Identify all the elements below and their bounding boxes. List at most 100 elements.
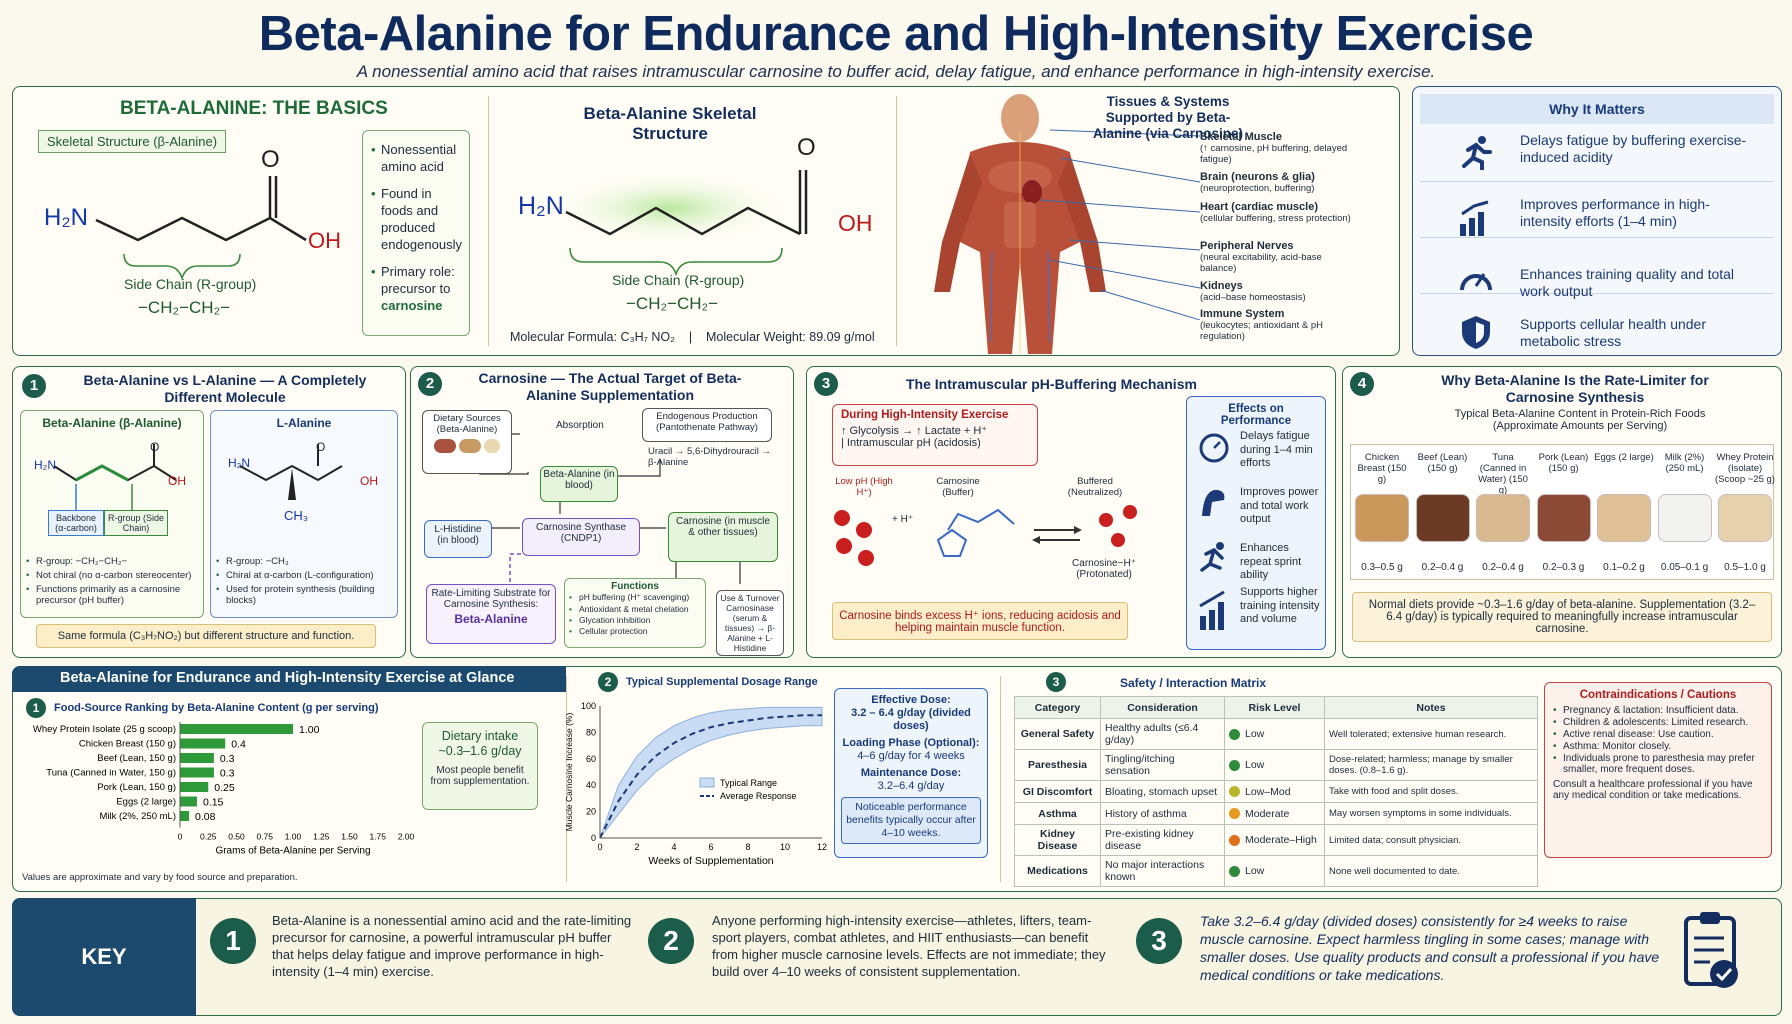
food-chart-title: Food-Source Ranking by Beta-Alanine Cont… (54, 702, 379, 714)
skeletal-structure-svg (550, 170, 808, 277)
table-header: Notes (1324, 696, 1538, 719)
x-tick-label: 2.00 (398, 832, 415, 842)
table-cell: No major interactions known (1100, 855, 1225, 887)
table-header: Risk Level (1224, 696, 1325, 719)
carnosine-box: Carnosine (in muscle & other tissues) (668, 512, 778, 562)
takeaway-number: 2 (648, 918, 694, 964)
loading-label: Loading Phase (Optional): (842, 737, 980, 749)
takeaway-number: 1 (210, 918, 256, 964)
tissue-name: Heart (cardiac muscle) (1200, 201, 1318, 213)
risk-level: Low (1245, 865, 1265, 877)
molecular-formula: Molecular Formula: C₃H₇ NO₂ | Molecular … (510, 330, 875, 344)
beta-bullets: R-group: −CH₂−CH₂− Not chiral (no α-carb… (26, 556, 200, 609)
carnosine-h-label: Carnosine−H⁺ (Protonated) (1072, 558, 1136, 580)
x-tick-label: 1.25 (313, 832, 330, 842)
table-cell: Dose-related; harmless; manage by smalle… (1324, 749, 1538, 781)
y-tick-label: 0 (591, 833, 596, 843)
table-cell: Take with food and split doses. (1324, 780, 1538, 803)
endogenous-box: Endogenous Production (Pantothenate Path… (642, 408, 772, 442)
section-number-badge: 2 (598, 672, 618, 692)
x-axis-label: Weeks of Supplementation (648, 855, 773, 867)
effects-box: Effects on Performance (1186, 396, 1326, 650)
flexed-arm-icon (1202, 489, 1225, 516)
buffered-label: Buffered (Neutralized) (1067, 476, 1123, 498)
l-bullet: R-group: −CH₃ (216, 556, 392, 567)
bar-value-label: 0.3 (220, 753, 235, 765)
skeletal-oh: OH (838, 210, 873, 236)
food-name: Milk (2%) (250 mL) (1664, 452, 1705, 474)
structure-label: Skeletal Structure (β-Alanine) (38, 130, 227, 153)
table-cell: Medications (1014, 855, 1101, 887)
rate-limit-label: Rate-Limiting Substrate for Carnosine Sy… (431, 588, 551, 610)
risk-level: Low (1245, 759, 1265, 771)
bar-value-label: 0.08 (195, 811, 216, 823)
carnosine-buffer-label: Carnosine (Buffer) (936, 476, 980, 498)
bar-chart-up-icon (1460, 200, 1489, 236)
contraindications-box: Contraindications / Cautions Pregnancy &… (1544, 682, 1772, 858)
function-item: Cellular protection (569, 626, 701, 636)
l-bullets: R-group: −CH₃ Chiral at α-carbon (L-conf… (216, 556, 392, 609)
l-h2n: H₂N (228, 456, 250, 470)
function-item: Antioxidant & metal chelation (569, 604, 701, 614)
basics-bullets: Nonessential amino acid Found in foods a… (362, 130, 470, 336)
effect-item: Improves power and total work output (1240, 486, 1319, 525)
food-value: 0.3–0.5 g (1361, 562, 1403, 573)
bar (180, 796, 197, 807)
dietary-intake-box: Dietary intake ~0.3–1.6 g/day Most peopl… (422, 722, 538, 810)
dietary-intake-note: Most people benefit from supplementation… (430, 765, 530, 787)
food-name: Beef (Lean) (150 g) (1417, 452, 1468, 474)
table-cell: Limited data; consult physician. (1324, 824, 1538, 856)
legend-label: Typical Range (720, 778, 777, 788)
bar-category-label: Eggs (2 large) (116, 797, 176, 808)
risk-level: Low–Mod (1245, 785, 1291, 798)
functions-title: Functions (611, 581, 659, 592)
glance-title: Beta-Alanine for Endurance and High-Inte… (60, 670, 515, 686)
basics-bullet: Found in foods and produced endogenously (371, 185, 462, 253)
skeletal-o: O (797, 134, 816, 161)
risk-dot (1229, 759, 1240, 771)
synthase-box: Carnosine Synthase (CNDP1) (522, 518, 640, 556)
table-cell: Low–Mod (1224, 780, 1325, 803)
contra-item: Children & adolescents: Limited research… (1553, 717, 1763, 728)
risk-dot (1229, 728, 1240, 740)
speedometer-icon (1460, 273, 1492, 291)
x-tick-label: 8 (745, 842, 750, 852)
basics-oh: OH (308, 228, 341, 253)
tissue-leader-lines (1040, 129, 1200, 320)
tissue-desc: (leukocytes; antioxidant & pH regulation… (1200, 320, 1324, 342)
vs-structures-svg (53, 444, 343, 510)
sprinter-icon (1200, 542, 1224, 572)
food-value: 0.05–0.1 g (1660, 562, 1709, 573)
why-item: Enhances training quality and total work… (1520, 266, 1735, 299)
divider (896, 96, 897, 346)
risk-level: Moderate (1245, 807, 1290, 820)
effect-item: Delays fatigue during 1–4 min efforts (1240, 430, 1313, 469)
table-cell: Low (1224, 855, 1325, 887)
basics-o: O (261, 146, 280, 173)
risk-dot (1229, 786, 1240, 798)
turnover-box: Use & Turnover Carnosinase (serum & tiss… (716, 590, 784, 656)
beta-label: Beta-Alanine (β-Alanine) (42, 416, 182, 430)
dose-info-box: Effective Dose: 3.2 – 6.4 g/day (divided… (834, 688, 988, 858)
y-tick-label: 60 (586, 754, 596, 764)
tissue-desc: (cellular buffering, stress protection) (1200, 213, 1351, 224)
basics-h2n: H₂N (44, 204, 88, 231)
section-number-badge: 3 (1046, 672, 1066, 692)
l-bullet: Used for protein synthesis (building blo… (216, 584, 392, 606)
page-subtitle: A nonessential amino acid that raises in… (356, 62, 1436, 81)
tissue-name: Immune System (1200, 308, 1285, 320)
risk-dot (1229, 865, 1240, 877)
basics-heading: BETA-ALANINE: THE BASICS (120, 98, 388, 119)
food-ranking-bar-chart: Whey Protein Isolate (25 g scoop)1.00Chi… (33, 722, 415, 857)
bar-category-label: Chicken Breast (150 g) (79, 739, 176, 750)
bar-value-label: 0.25 (214, 782, 235, 794)
contra-item: Individuals prone to paresthesia may pre… (1553, 753, 1763, 775)
risk-level: Moderate–High (1245, 834, 1317, 846)
bar-category-label: Whey Protein Isolate (25 g scoop) (33, 724, 176, 735)
table-cell: History of asthma (1100, 802, 1225, 825)
food-photo (1476, 494, 1530, 542)
section-number-badge: 3 (814, 372, 838, 396)
